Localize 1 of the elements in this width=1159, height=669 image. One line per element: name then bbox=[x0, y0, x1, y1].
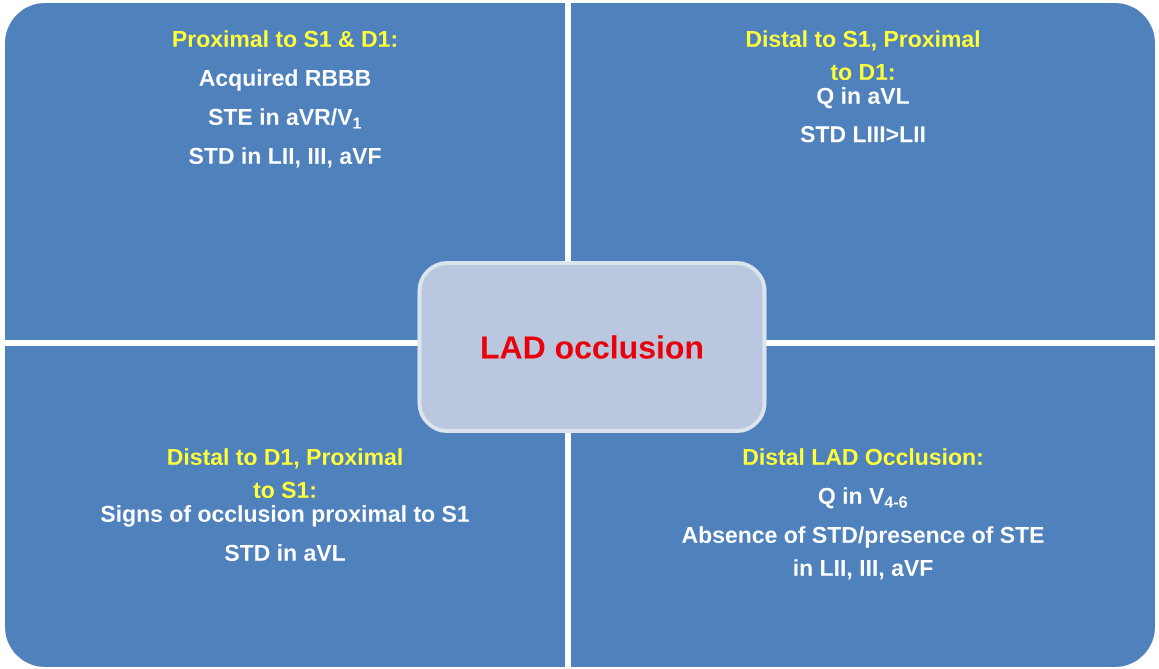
center-box: LAD occlusion bbox=[417, 261, 767, 433]
